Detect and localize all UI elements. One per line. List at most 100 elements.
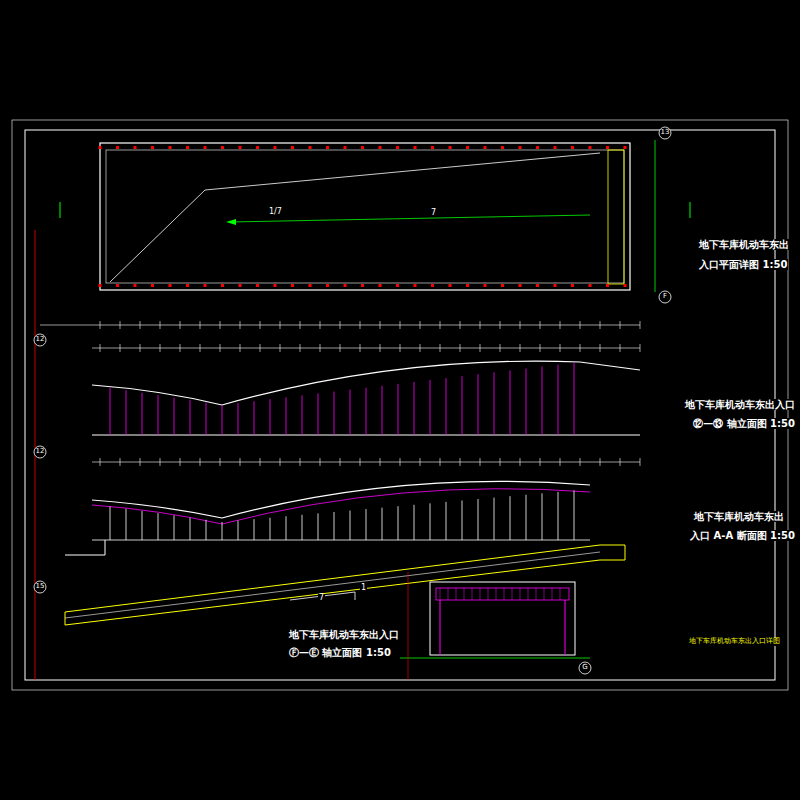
plan-column-mark — [519, 146, 522, 149]
dimension-tick — [120, 344, 121, 352]
column-line — [366, 509, 367, 540]
section-hatch — [464, 588, 465, 600]
column-line — [462, 376, 463, 435]
column-line — [574, 490, 575, 540]
section-hatch — [440, 588, 441, 600]
dimension-tick — [640, 321, 641, 329]
dimension-tick — [300, 321, 301, 329]
plan-column-mark — [309, 146, 312, 149]
plan-column-mark — [519, 284, 522, 287]
axis-bubble — [34, 581, 46, 593]
plan-column-mark — [309, 284, 312, 287]
column-line — [430, 380, 431, 435]
dimension-tick — [500, 321, 501, 329]
dimension-tick — [100, 344, 101, 352]
dimension-tick — [240, 321, 241, 329]
dimension-tick — [260, 321, 261, 329]
column-line — [398, 506, 399, 540]
column-line — [350, 511, 351, 540]
axis-label: 12 — [35, 336, 46, 344]
plan-column-mark — [554, 146, 557, 149]
section-column — [440, 600, 441, 655]
drawing-label: 入口 A-A 断面图 1:50 — [689, 530, 796, 541]
dimension-tick — [440, 458, 441, 466]
plan-column-mark — [379, 284, 382, 287]
dimension-tick — [120, 458, 121, 466]
column-line — [190, 400, 191, 435]
slope-mark — [355, 592, 356, 600]
dimension-tick — [280, 458, 281, 466]
plan-column-mark — [169, 146, 172, 149]
dimension-tick — [620, 344, 621, 352]
column-line — [382, 386, 383, 435]
plan-column-mark — [589, 146, 592, 149]
dimension-tick — [280, 321, 281, 329]
dimension-tick — [300, 458, 301, 466]
plan-column-mark — [589, 284, 592, 287]
dimension-tick — [220, 458, 221, 466]
outer-frame — [12, 120, 788, 690]
plan-column-mark — [186, 284, 189, 287]
plan-wall-line — [110, 153, 600, 282]
drawing-label: 入口平面详图 1:50 — [698, 259, 788, 270]
column-line — [254, 519, 255, 540]
dimension-tick — [520, 321, 521, 329]
column-line — [158, 513, 159, 540]
plan-column-mark — [606, 284, 609, 287]
dimension-tick — [340, 458, 341, 466]
plan-column-mark — [274, 284, 277, 287]
section-hatch — [496, 588, 497, 600]
plan-column-mark — [396, 284, 399, 287]
dimension-tick — [440, 344, 441, 352]
column-line — [286, 397, 287, 435]
section-hatch — [520, 588, 521, 600]
dimension-tick — [200, 458, 201, 466]
section-hatch — [552, 588, 553, 600]
sheet-frame — [25, 130, 775, 680]
section-column — [565, 600, 566, 655]
dimension-tick — [360, 344, 361, 352]
dimension-tick — [340, 321, 341, 329]
dimension-tick — [120, 321, 121, 329]
plan-column-mark — [431, 284, 434, 287]
plan-column-mark — [431, 146, 434, 149]
dimension-line — [655, 140, 656, 292]
dimension-tick — [380, 344, 381, 352]
drawing-label: 地下车库机动车东出 — [698, 239, 790, 250]
axis-label: G — [581, 664, 588, 672]
column-line — [302, 395, 303, 435]
drawing-label: 地下车库机动车东出入口 — [288, 629, 400, 640]
plan-column-mark — [536, 146, 539, 149]
dimension-tick — [600, 458, 601, 466]
column-line — [238, 521, 239, 540]
plan-column-mark — [624, 146, 627, 149]
dimension-tick — [480, 321, 481, 329]
dimension-tick — [400, 321, 401, 329]
plan-column-mark — [554, 284, 557, 287]
section-hatch — [504, 588, 505, 600]
plan-column-mark — [501, 146, 504, 149]
column-line — [542, 493, 543, 540]
wall-line — [65, 540, 105, 555]
dimension-tick — [140, 344, 141, 352]
section-beam — [436, 588, 569, 600]
plan-column-mark — [239, 284, 242, 287]
dimension-tick — [640, 458, 641, 466]
slope-arrow — [230, 215, 590, 222]
plan-column-mark — [361, 284, 364, 287]
plan-column-mark — [344, 146, 347, 149]
section-hatch — [560, 588, 561, 600]
dimension-tick — [420, 344, 421, 352]
dimension-tick — [260, 344, 261, 352]
plan-column-mark — [606, 146, 609, 149]
plan-column-mark — [151, 146, 154, 149]
plan-column-mark — [99, 146, 102, 149]
column-line — [526, 495, 527, 540]
plan-column-mark — [414, 146, 417, 149]
column-line — [286, 516, 287, 540]
column-line — [350, 390, 351, 435]
plan-column-mark — [291, 146, 294, 149]
dimension-tick — [200, 321, 201, 329]
column-line — [462, 500, 463, 540]
dimension-tick — [220, 321, 221, 329]
